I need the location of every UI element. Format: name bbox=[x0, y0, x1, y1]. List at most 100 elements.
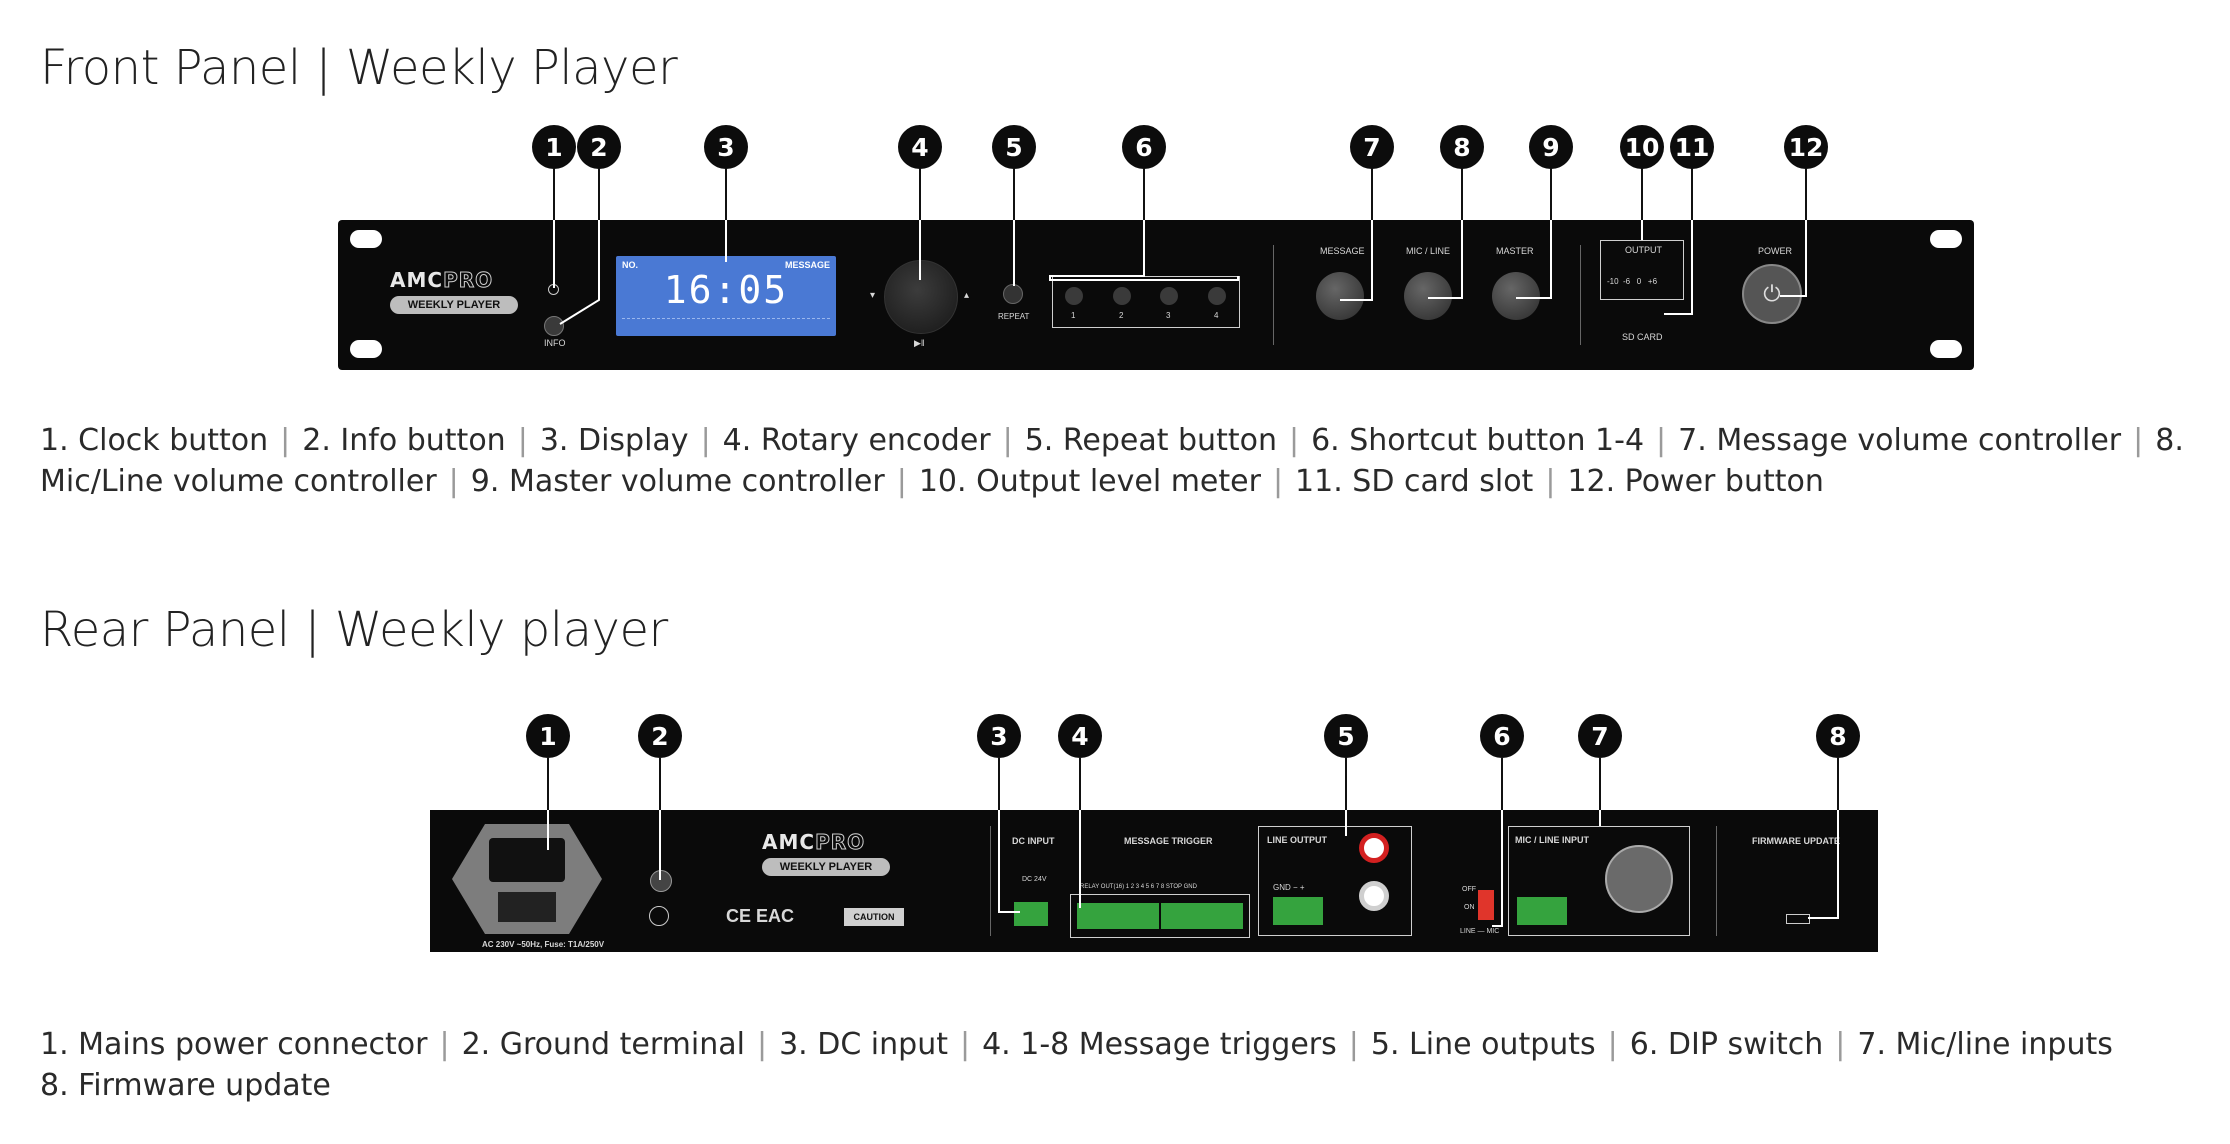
lcd-display: NO. MESSAGE 16:05 bbox=[616, 256, 836, 336]
separator: | bbox=[896, 464, 907, 499]
caption-item: 12. Power button bbox=[1567, 464, 1824, 499]
rack-hole bbox=[1930, 340, 1962, 358]
mains-text: AC 230V ~50Hz, Fuse: T1A/250V bbox=[482, 940, 605, 949]
display-no-label: NO. bbox=[622, 260, 639, 270]
separator: | bbox=[700, 423, 711, 458]
caption-item: 5. Repeat button bbox=[1024, 423, 1277, 458]
power-icon: ⏻ bbox=[1763, 281, 1781, 306]
dc-input-terminal[interactable] bbox=[1014, 902, 1048, 926]
callout-badge: 3 bbox=[977, 714, 1021, 758]
message-volume-knob[interactable] bbox=[1316, 272, 1364, 320]
play-pause-icon: ▶‖ bbox=[914, 338, 925, 348]
rotary-encoder[interactable] bbox=[884, 260, 958, 334]
callout-badge: 6 bbox=[1480, 714, 1524, 758]
callout-badge: 1 bbox=[532, 125, 576, 169]
trigger-numbers: RELAY OUT(16) 1 2 3 4 5 6 7 8 STOP GND bbox=[1080, 884, 1197, 890]
rack-hole bbox=[350, 340, 382, 358]
separator: | bbox=[1545, 464, 1556, 499]
rear-panel-device: AC 230V ~50Hz, Fuse: T1A/250V AMCPRO WEE… bbox=[430, 810, 1878, 952]
model-badge: WEEKLY PLAYER bbox=[390, 296, 518, 314]
shortcut-button-2[interactable] bbox=[1113, 287, 1131, 305]
mic-line-terminal[interactable] bbox=[1517, 897, 1567, 925]
separator: | bbox=[1288, 423, 1300, 458]
ground-icon bbox=[649, 906, 669, 926]
callout-badge: 10 bbox=[1620, 125, 1664, 169]
dc-input-label: DC INPUT bbox=[1012, 836, 1055, 846]
info-label: INFO bbox=[544, 338, 566, 348]
power-label: POWER bbox=[1758, 246, 1793, 256]
callout-badge: 7 bbox=[1350, 125, 1394, 169]
mic-line-knob-label: MIC / LINE bbox=[1406, 246, 1451, 256]
fuse-holder bbox=[498, 892, 556, 922]
callout-badge: 4 bbox=[898, 125, 942, 169]
callout-badge: 2 bbox=[638, 714, 682, 758]
dip-side-label: LINE — MIC bbox=[1460, 928, 1500, 935]
dip-switch[interactable] bbox=[1478, 890, 1494, 920]
rca-output-right[interactable] bbox=[1359, 833, 1389, 863]
caption-item: 8. Firmware update bbox=[40, 1068, 331, 1103]
separator: | bbox=[959, 1027, 971, 1062]
message-trigger-label: MESSAGE TRIGGER bbox=[1124, 836, 1213, 846]
shortcut-button-1[interactable] bbox=[1065, 287, 1083, 305]
callout-badge: 9 bbox=[1529, 125, 1573, 169]
separator: | bbox=[1348, 1027, 1359, 1062]
clock-button[interactable] bbox=[548, 284, 559, 295]
ground-terminal[interactable] bbox=[650, 870, 672, 892]
caption-item: 7. Mic/line inputs bbox=[1857, 1027, 2113, 1062]
caption-item: 9. Master volume controller bbox=[470, 464, 885, 499]
callout-badge: 3 bbox=[704, 125, 748, 169]
separator: | bbox=[2133, 423, 2144, 458]
caption-item: 1. Mains power connector bbox=[40, 1027, 428, 1062]
message-knob-label: MESSAGE bbox=[1320, 246, 1365, 256]
mains-power-connector bbox=[452, 824, 602, 934]
caption-item: 7. Message volume controller bbox=[1678, 423, 2122, 458]
caption-item: 1. Clock button bbox=[40, 423, 269, 458]
shortcut-num: 2 bbox=[1119, 311, 1124, 320]
line-output-terminal[interactable] bbox=[1273, 897, 1323, 925]
dip-on-label: ON bbox=[1464, 904, 1475, 911]
repeat-label: REPEAT bbox=[998, 312, 1030, 321]
xlr-input[interactable] bbox=[1605, 845, 1673, 913]
shortcut-button-3[interactable] bbox=[1160, 287, 1178, 305]
callout-badge: 6 bbox=[1122, 125, 1166, 169]
line-output-label: LINE OUTPUT bbox=[1267, 835, 1327, 845]
power-button[interactable]: ⏻ bbox=[1742, 264, 1802, 324]
caption-item: 6. DIP switch bbox=[1629, 1027, 1824, 1062]
front-panel-device: AMCPRO WEEKLY PLAYER INFO NO. MESSAGE 16… bbox=[338, 220, 1974, 370]
brand-logo-a: AMC bbox=[762, 830, 816, 854]
callout-badge: 5 bbox=[1324, 714, 1368, 758]
display-time: 16:05 bbox=[663, 268, 789, 312]
dip-off-label: OFF bbox=[1462, 886, 1476, 893]
caption-item: 4. 1-8 Message triggers bbox=[982, 1027, 1337, 1062]
rca-output-left[interactable] bbox=[1359, 881, 1389, 911]
caption-item: 3. DC input bbox=[779, 1027, 948, 1062]
info-button[interactable] bbox=[544, 316, 564, 336]
model-badge: WEEKLY PLAYER bbox=[762, 858, 890, 876]
shortcut-button-4[interactable] bbox=[1208, 287, 1226, 305]
usb-port[interactable] bbox=[1786, 914, 1810, 924]
shortcut-num: 4 bbox=[1214, 311, 1219, 320]
mic-line-volume-knob[interactable] bbox=[1404, 272, 1452, 320]
mic-line-input-box: MIC / LINE INPUT bbox=[1508, 826, 1690, 936]
master-volume-knob[interactable] bbox=[1492, 272, 1540, 320]
callout-badge: 8 bbox=[1440, 125, 1484, 169]
repeat-button[interactable] bbox=[1003, 284, 1023, 304]
line-output-box: LINE OUTPUT GND − + bbox=[1258, 826, 1412, 936]
trigger-terminal-b[interactable] bbox=[1161, 903, 1243, 929]
shortcut-num: 1 bbox=[1071, 311, 1076, 320]
encoder-right-arrow: ▴ bbox=[964, 290, 970, 301]
brand-logo-b: PRO bbox=[815, 830, 866, 855]
display-message-label: MESSAGE bbox=[784, 260, 830, 270]
callout-badge: 1 bbox=[526, 714, 570, 758]
output-meter-values: -10 -6 0 +6 bbox=[1607, 277, 1658, 286]
shortcut-num: 3 bbox=[1166, 311, 1171, 320]
brand-logo-b: PRO bbox=[443, 268, 494, 293]
trigger-terminal-a[interactable] bbox=[1077, 903, 1159, 929]
caption-item: 8. Mic/Line volume controller bbox=[40, 423, 2184, 499]
caption-item: 2. Ground terminal bbox=[461, 1027, 745, 1062]
callout-badge: 2 bbox=[577, 125, 621, 169]
shortcut-group: 1 2 3 4 bbox=[1052, 276, 1240, 328]
separator: | bbox=[517, 423, 528, 458]
callout-badge: 12 bbox=[1784, 125, 1828, 169]
